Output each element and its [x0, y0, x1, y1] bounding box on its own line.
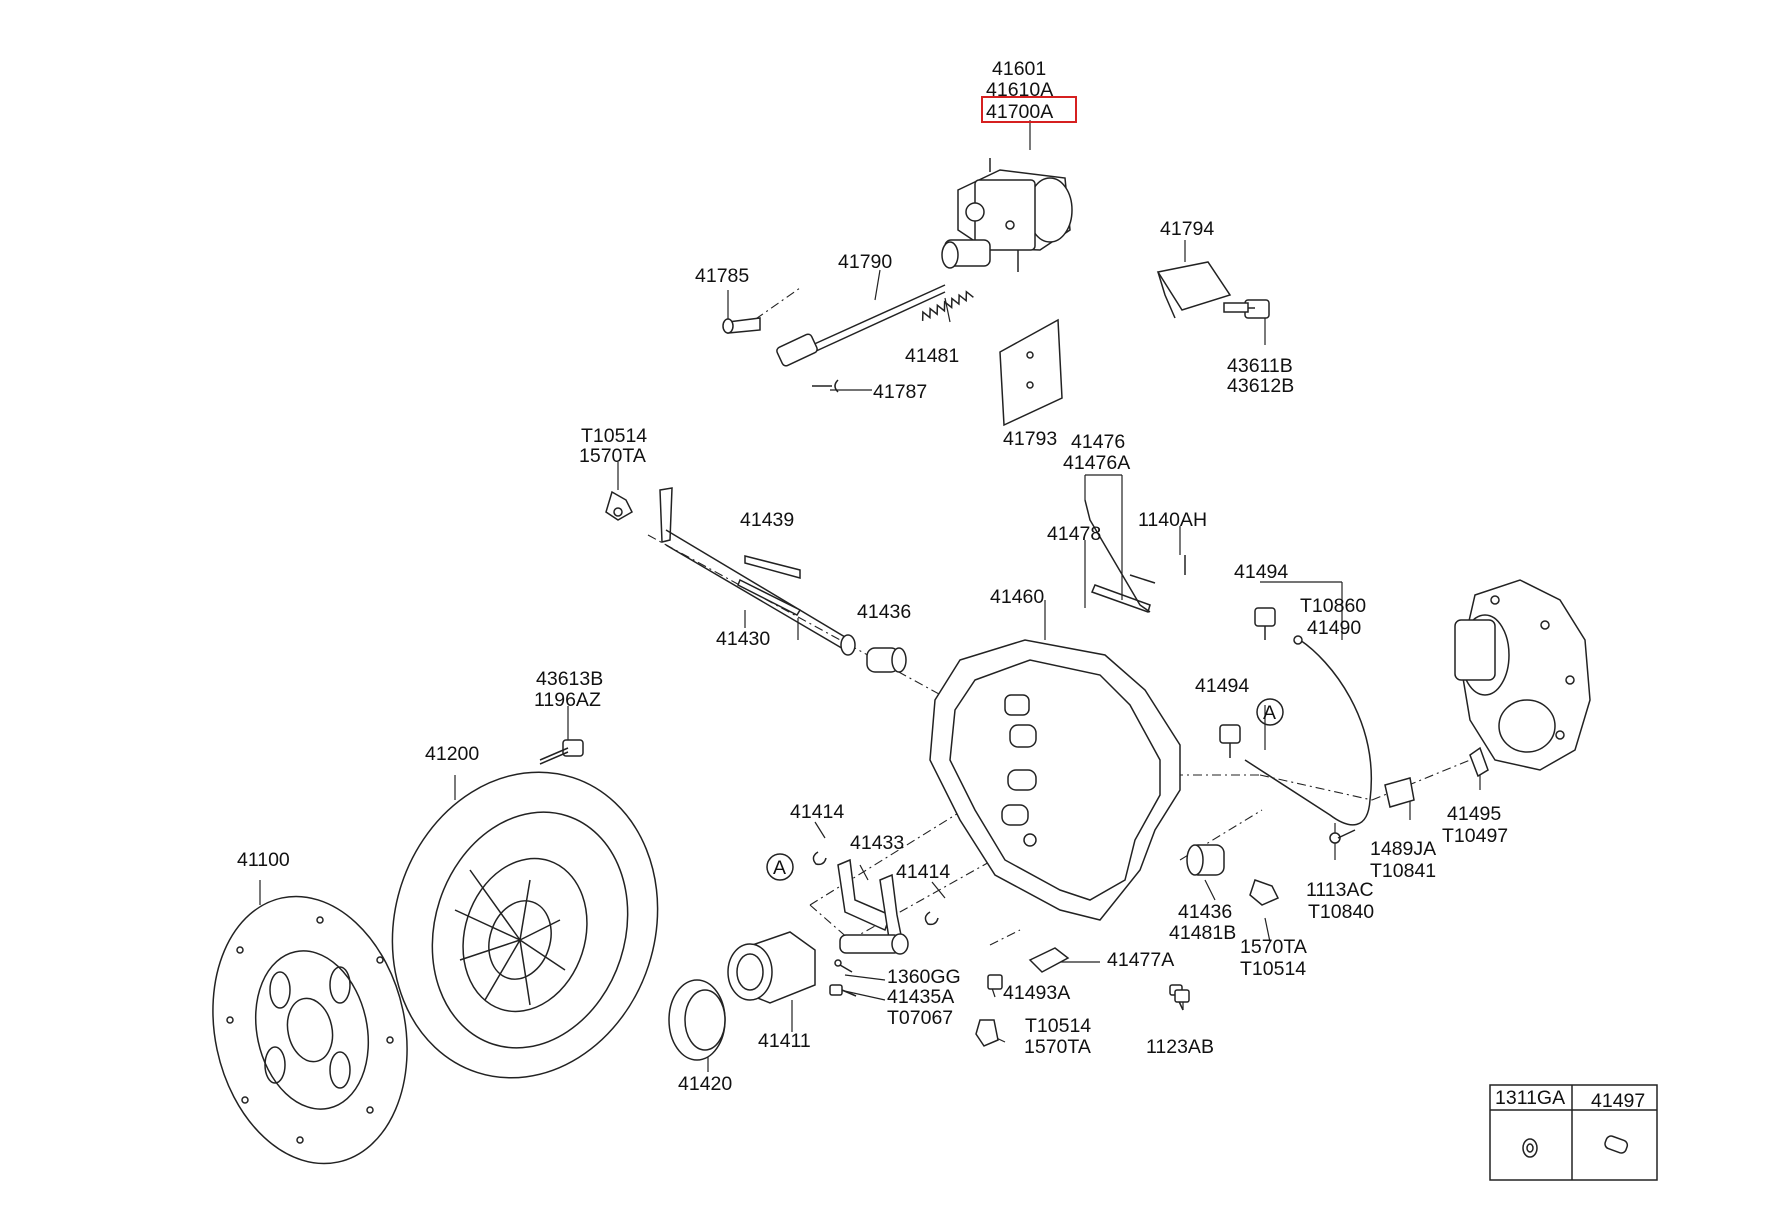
part-label[interactable]: 1360GG [887, 966, 961, 988]
part-label[interactable]: 41481B [1169, 922, 1236, 944]
part-label-selected[interactable]: 41700A [986, 101, 1053, 123]
selected-part-highlight [981, 96, 1077, 123]
part-label[interactable]: 1570TA [1240, 936, 1307, 958]
hose-icon [1244, 635, 1373, 826]
key-icon [744, 555, 801, 579]
part-label[interactable]: 41414 [790, 801, 844, 823]
part-label[interactable]: 41435A [887, 986, 954, 1008]
pressure-plate-icon [391, 771, 659, 1079]
part-label[interactable]: 41494 [1195, 675, 1249, 697]
clutch-housing-icon [929, 639, 1181, 921]
part-label[interactable]: 41411 [758, 1030, 811, 1052]
part-label[interactable]: 41490 [1307, 617, 1361, 639]
seal-icon [668, 979, 726, 1061]
part-label[interactable]: T10514 [1025, 1015, 1091, 1037]
part-label[interactable]: 41439 [740, 509, 794, 531]
part-labels: 41601 41610A 41700A 41794 41785 41790 41… [237, 58, 1645, 1112]
elbow-fitting-icon [605, 490, 633, 521]
lever-set-icon [1084, 499, 1186, 613]
legend-col1-label[interactable]: 1311GA [1495, 1087, 1565, 1109]
part-label[interactable]: 41414 [896, 861, 950, 883]
part-label[interactable]: 41790 [838, 251, 892, 273]
nut-icon [1522, 1138, 1538, 1158]
bolt-c-icon [1174, 989, 1190, 1003]
bushing-b-icon [1186, 844, 1225, 876]
part-label[interactable]: 41100 [237, 849, 290, 871]
callout-label[interactable]: A [773, 857, 786, 879]
part-label[interactable]: T10860 [1300, 595, 1366, 617]
cross-shaft-icon [659, 487, 856, 656]
part-label[interactable]: 41601 [992, 58, 1046, 80]
part-label[interactable]: T10497 [1442, 825, 1508, 847]
part-label[interactable]: 41478 [1047, 523, 1101, 545]
callout-label[interactable]: A [1263, 702, 1276, 724]
part-label[interactable]: 1570TA [579, 445, 646, 467]
fitting-icon [1219, 607, 1276, 758]
part-label[interactable]: 1113AC [1306, 879, 1374, 901]
part-label[interactable]: 41481 [905, 345, 959, 367]
part-label[interactable]: 43611B [1227, 355, 1293, 377]
bolt-b-icon [539, 739, 584, 765]
bolt-icon [1223, 299, 1270, 319]
part-label[interactable]: 1123AB [1146, 1036, 1214, 1058]
release-bearing-icon [727, 931, 816, 1004]
shim-icon [1028, 947, 1070, 973]
part-label[interactable]: 41476A [1063, 452, 1130, 474]
spring-icon [921, 290, 974, 321]
part-label[interactable]: T07067 [887, 1007, 953, 1029]
part-label[interactable]: T10514 [581, 425, 647, 447]
part-label[interactable]: 41785 [695, 265, 749, 287]
bushing-icon [866, 647, 907, 673]
part-label[interactable]: 41495 [1447, 803, 1501, 825]
sleeve-icon [1604, 1135, 1629, 1154]
part-label[interactable]: 41436 [857, 601, 911, 623]
clutch-servo-icon [941, 158, 1073, 272]
part-label[interactable]: 1489JA [1370, 838, 1436, 860]
part-label[interactable]: 43613B [536, 668, 603, 690]
elbow-b-icon [1249, 879, 1280, 906]
part-label[interactable]: 41793 [1003, 428, 1057, 450]
part-label[interactable]: 41436 [1178, 901, 1232, 923]
part-label[interactable]: 41476 [1071, 431, 1125, 453]
part-label[interactable]: 1196AZ [534, 689, 601, 711]
callout-a-icon [766, 698, 1284, 881]
part-label[interactable]: 41794 [1160, 218, 1214, 240]
part-label[interactable]: 41420 [678, 1073, 732, 1095]
legend-col2-label[interactable]: 41497 [1591, 1090, 1645, 1112]
release-fork-icon [812, 851, 939, 955]
part-label[interactable]: 41494 [1234, 561, 1288, 583]
part-label[interactable]: T10841 [1370, 860, 1436, 882]
clutch-disc-icon [212, 895, 408, 1165]
clip-icon [1384, 746, 1489, 808]
part-label[interactable]: 43612B [1227, 375, 1294, 397]
leader-lines [259, 120, 1481, 1072]
part-label[interactable]: 41477A [1107, 949, 1174, 971]
transmission-housing-icon [1454, 579, 1591, 771]
legend-table [1489, 1084, 1658, 1181]
part-label[interactable]: 41430 [716, 628, 770, 650]
part-label[interactable]: 1570TA [1024, 1036, 1091, 1058]
part-label[interactable]: 41787 [873, 381, 927, 403]
part-label[interactable]: T10514 [1240, 958, 1306, 980]
part-label[interactable]: 41200 [425, 743, 479, 765]
part-label[interactable]: 41433 [850, 832, 904, 854]
screw-icon [1329, 829, 1356, 844]
pushrod-icon [722, 284, 946, 393]
part-label[interactable]: T10840 [1308, 901, 1374, 923]
part-label[interactable]: 41460 [990, 586, 1044, 608]
plate-icon [999, 318, 1063, 427]
bracket-icon [1156, 261, 1232, 319]
part-label[interactable]: 41493A [1003, 982, 1070, 1004]
part-label[interactable]: 41610A [986, 79, 1053, 101]
part-label[interactable]: 1140AH [1138, 509, 1207, 531]
